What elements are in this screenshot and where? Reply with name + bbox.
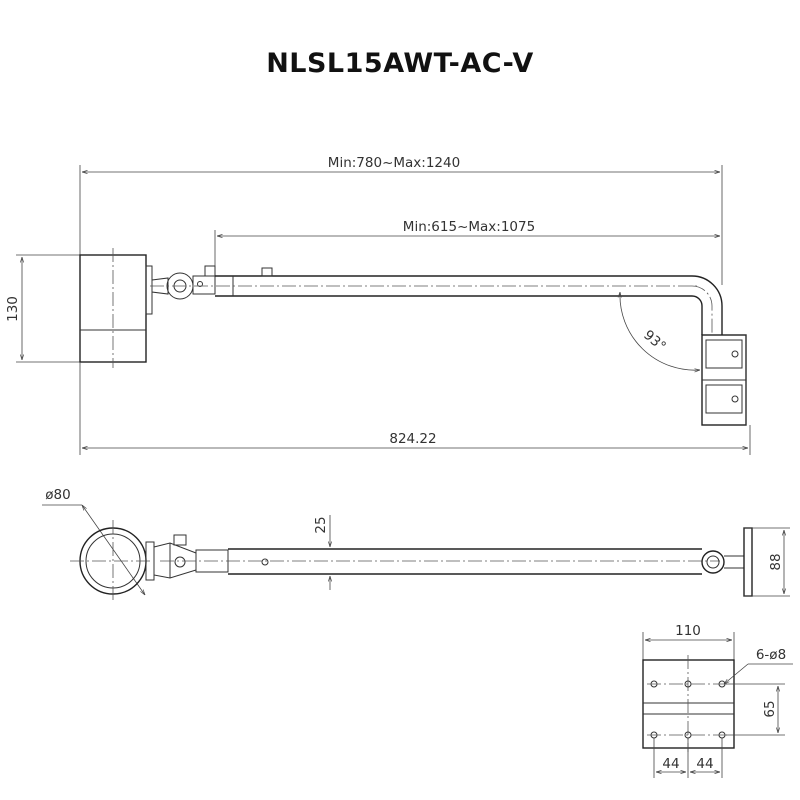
bracket-width-dimension: 110 xyxy=(642,623,735,660)
lamp-head-top xyxy=(70,520,155,602)
arm-diameter-dimension: 25 xyxy=(313,515,330,590)
side-view: Min:780~Max:1240 Min:615~Max:1075 130 xyxy=(5,155,751,455)
top-view: ø80 xyxy=(42,487,790,602)
hole-pitch-vertical: 65 xyxy=(726,683,785,736)
bracket-view: 110 6-ø8 65 xyxy=(642,623,793,778)
bracket-width-label: 88 xyxy=(768,553,784,570)
arm-top xyxy=(160,548,725,575)
bracket-holes xyxy=(647,680,729,739)
bracket-side xyxy=(701,334,747,426)
bend-angle-dimension: 93° xyxy=(620,292,700,370)
head-height-dimension: 130 xyxy=(5,254,80,363)
hole-pitch-vertical-label: 65 xyxy=(762,700,778,717)
swivel-joint-top xyxy=(153,534,229,579)
overall-length-dimension: Min:780~Max:1240 xyxy=(79,155,723,285)
bracket-top: 88 xyxy=(724,527,790,597)
hole-callout: 6-ø8 xyxy=(724,647,793,684)
overall-length-label: Min:780~Max:1240 xyxy=(328,155,460,171)
swivel-joint-side xyxy=(151,265,216,300)
total-length-label: 824.22 xyxy=(389,431,436,447)
hole-callout-label: 6-ø8 xyxy=(756,647,786,663)
head-diameter-dimension: ø80 xyxy=(42,487,145,595)
arm-length-label: Min:615~Max:1075 xyxy=(403,219,535,235)
head-height-label: 130 xyxy=(5,296,21,322)
arm-diameter-label: 25 xyxy=(313,516,329,533)
arm-side xyxy=(150,267,723,335)
bracket-width-110-label: 110 xyxy=(675,623,701,639)
total-length-dimension: 824.22 xyxy=(79,362,751,455)
hole-pitch-horizontal: 44 44 xyxy=(653,738,723,778)
lamp-head-side xyxy=(79,248,153,368)
hole-pitch-h2-label: 44 xyxy=(696,756,713,772)
drawing-title: NLSL15AWT-AC-V xyxy=(266,48,534,79)
hole-pitch-h1-label: 44 xyxy=(662,756,679,772)
arm-length-dimension: Min:615~Max:1075 xyxy=(214,219,720,275)
head-diameter-label: ø80 xyxy=(45,487,70,503)
